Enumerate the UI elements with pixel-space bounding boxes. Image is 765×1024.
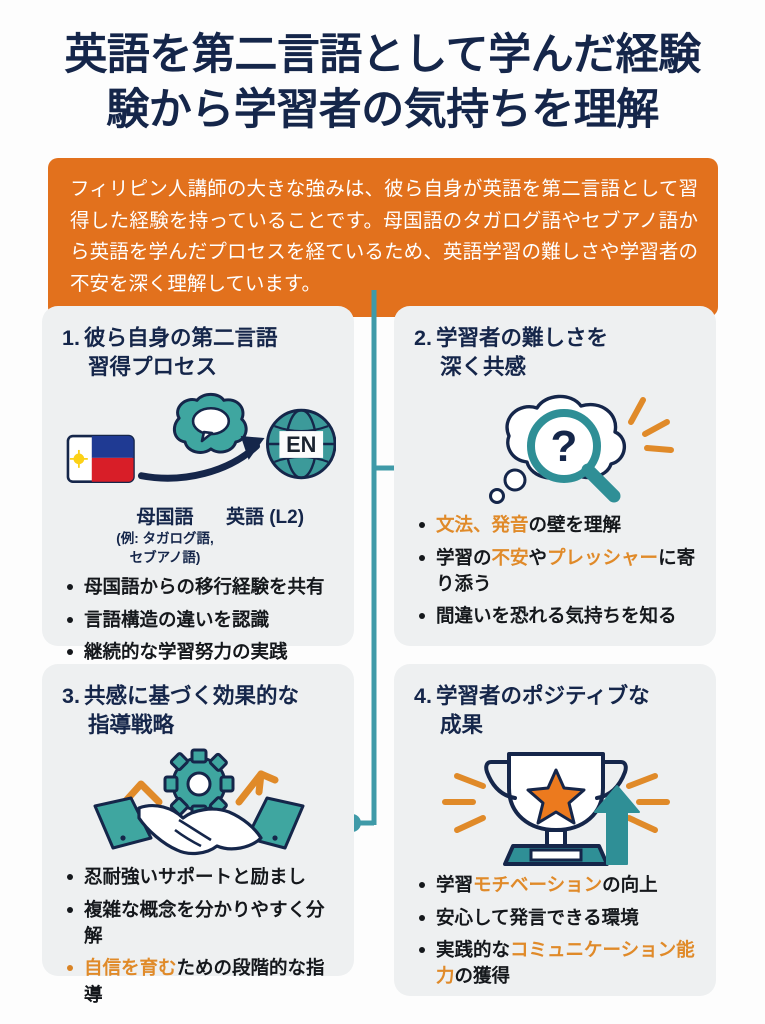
page-title-line-1: 英語を第二言語として学んだ経験 [64, 31, 701, 79]
bullet-text: 学習 [436, 874, 474, 896]
star-icon [526, 768, 586, 825]
card-1-title-line-2: 習得プロセス [88, 355, 218, 380]
card-2-title: 2.学習者の難しさを 深く共感 [414, 324, 698, 382]
bullet-text: 間違いを恐れる気持ちを知る [436, 605, 677, 627]
summary-banner-text: フィリピン人講師の大きな強みは、彼ら自身が英語を第二言語として習得した経験を持っ… [70, 178, 698, 295]
native-language-main: 母国語 [136, 507, 194, 529]
bullet-item: 安心して発言できる環境 [414, 905, 698, 931]
bullet-text: 実践的な [436, 939, 511, 960]
bullet-item: 自信を育むための段階的な指導 [62, 955, 336, 1008]
bullet-highlight-text: 文法、発音 [436, 514, 529, 536]
bullet-text: 継続的な学習努力の実践 [84, 641, 288, 662]
card-4-title-line-1: 学習者のポジティブな [435, 684, 650, 708]
bullet-item: 実践的なコミュニケーション能力の獲得 [414, 937, 698, 990]
card-2-number: 2. [414, 326, 432, 350]
brain-icon [172, 393, 248, 455]
card-2-icon-area: ? [414, 388, 698, 506]
card-4-bullets: 学習モチベーションの向上安心して発言できる環境実践的なコミュニケーション能力の獲… [414, 872, 698, 989]
sparkle-rays-left-icon [442, 773, 486, 834]
card-2-title-line-2: 深く共感 [440, 355, 527, 380]
philippine-flag-icon [66, 435, 135, 484]
bullet-text: 忍耐強いサポートと励まし [84, 866, 307, 888]
bullet-text: の向上 [602, 874, 658, 896]
flow-arrow-icon [137, 436, 265, 483]
card-3-bullets: 忍耐強いサポートと励まし複雑な概念を分かりやすく分解自信を育むための段階的な指導 [62, 864, 336, 1007]
bullet-text: の壁を理解 [528, 514, 622, 536]
card-4-number: 4. [414, 684, 432, 708]
bullet-item: 継続的な学習努力の実践 [62, 639, 336, 665]
sparkle-rays-icon [628, 397, 674, 454]
card-1-title-line-1: 彼ら自身の第二言語 [83, 326, 278, 350]
card-empathy[interactable]: 2.学習者の難しさを 深く共感 ? [394, 306, 716, 646]
card-1-bullets: 母国語からの移行経験を共有言語構造の違いを認識継続的な学習努力の実践 [62, 574, 336, 665]
target-language-label: 英語 (L2) [225, 507, 305, 529]
card-1-number: 1. [62, 326, 80, 350]
card-3-title: 3.共感に基づく効果的な 指導戦略 [62, 682, 336, 740]
magnifier-question-icon: ? [527, 409, 621, 503]
page-title-line-2: 験から学習者の気持ちを理解 [106, 86, 659, 135]
bullet-item: 学習の不安やプレッシャーに寄り添う [414, 545, 698, 598]
bullet-text: 安心して発言できる環境 [436, 906, 639, 928]
card-3-title-line-2: 指導戦略 [88, 713, 175, 738]
native-language-sub-2: セブアノ語) [129, 550, 201, 566]
sparkle-rays-right-icon [626, 773, 670, 834]
card-2-bullets: 文法、発音の壁を理解学習の不安やプレッシャーに寄り添う間違いを恐れる気持ちを知る [414, 512, 698, 629]
bullet-text: ための段階的な指導 [84, 957, 325, 1005]
card-4-title-line-2: 成果 [440, 713, 484, 738]
card-strategy[interactable]: 3.共感に基づく効果的な 指導戦略 [42, 664, 354, 1005]
bullet-item: 母国語からの移行経験を共有 [62, 574, 336, 600]
card-1-icon-area: EN [62, 388, 336, 500]
bullet-text: に寄り添う [436, 546, 696, 594]
page-title: 英語を第二言語として学んだ経験 験から学習者の気持ちを理解 [0, 28, 765, 138]
bullet-highlight-text: 不安 [491, 546, 529, 568]
bullet-text: 複雑な概念を分かりやすく分解 [84, 898, 325, 946]
bullet-item: 間違いを恐れる気持ちを知る [414, 603, 698, 629]
bullet-highlight-text: プレッシャー [547, 546, 659, 568]
bullet-text: 学習の [436, 546, 492, 568]
trophy-icon [484, 752, 628, 867]
bullet-item: 文法、発音の壁を理解 [414, 512, 698, 538]
globe-en-icon: EN [266, 409, 336, 480]
card-4-icon-area [414, 746, 698, 867]
summary-banner: フィリピン人講師の大きな強みは、彼ら自身が英語を第二言語として習得した経験を持っ… [48, 158, 718, 318]
card-process[interactable]: 1.彼ら自身の第二言語 習得プロセス [42, 306, 354, 662]
bullet-item: 言語構造の違いを認識 [62, 607, 336, 633]
bullet-text: 言語構造の違いを認識 [84, 608, 270, 630]
bullet-highlight-text: モチベーション [473, 874, 603, 896]
bullet-text: 母国語からの移行経験を共有 [84, 576, 325, 598]
native-language-label: 母国語 (例: タガログ語, セブアノ語) [110, 502, 220, 566]
bullet-highlight-text: 自信を育む [84, 957, 177, 979]
magnifier-question-glyph: ? [551, 422, 578, 471]
bullet-text: の獲得 [454, 965, 511, 987]
card-3-icon-area [62, 746, 336, 858]
card-outcomes[interactable]: 4.学習者のポジティブな 成果 [394, 664, 716, 996]
card-4-title: 4.学習者のポジティブな 成果 [414, 682, 698, 740]
handshake-icon [93, 796, 305, 856]
bullet-item: 忍耐強いサポートと励まし [62, 864, 336, 890]
bullet-item: 学習モチベーションの向上 [414, 872, 698, 898]
gear-icon [163, 748, 235, 820]
bullet-text: や [528, 546, 548, 568]
bullet-item: 複雑な概念を分かりやすく分解 [62, 897, 336, 950]
card-1-labels: 母国語 (例: タガログ語, セブアノ語) 英語 (L2) [62, 502, 336, 568]
up-arrow-icon [594, 785, 640, 866]
native-language-sub-1: (例: タガログ語, [116, 531, 214, 547]
bullet-highlight-text: コミュニケーション能力 [436, 939, 695, 987]
card-3-title-line-1: 共感に基づく効果的な [83, 684, 299, 708]
card-1-title: 1.彼ら自身の第二言語 習得プロセス [62, 324, 336, 382]
card-2-title-line-1: 学習者の難しさを [435, 326, 608, 350]
globe-label: EN [286, 432, 316, 457]
card-3-number: 3. [62, 684, 80, 708]
